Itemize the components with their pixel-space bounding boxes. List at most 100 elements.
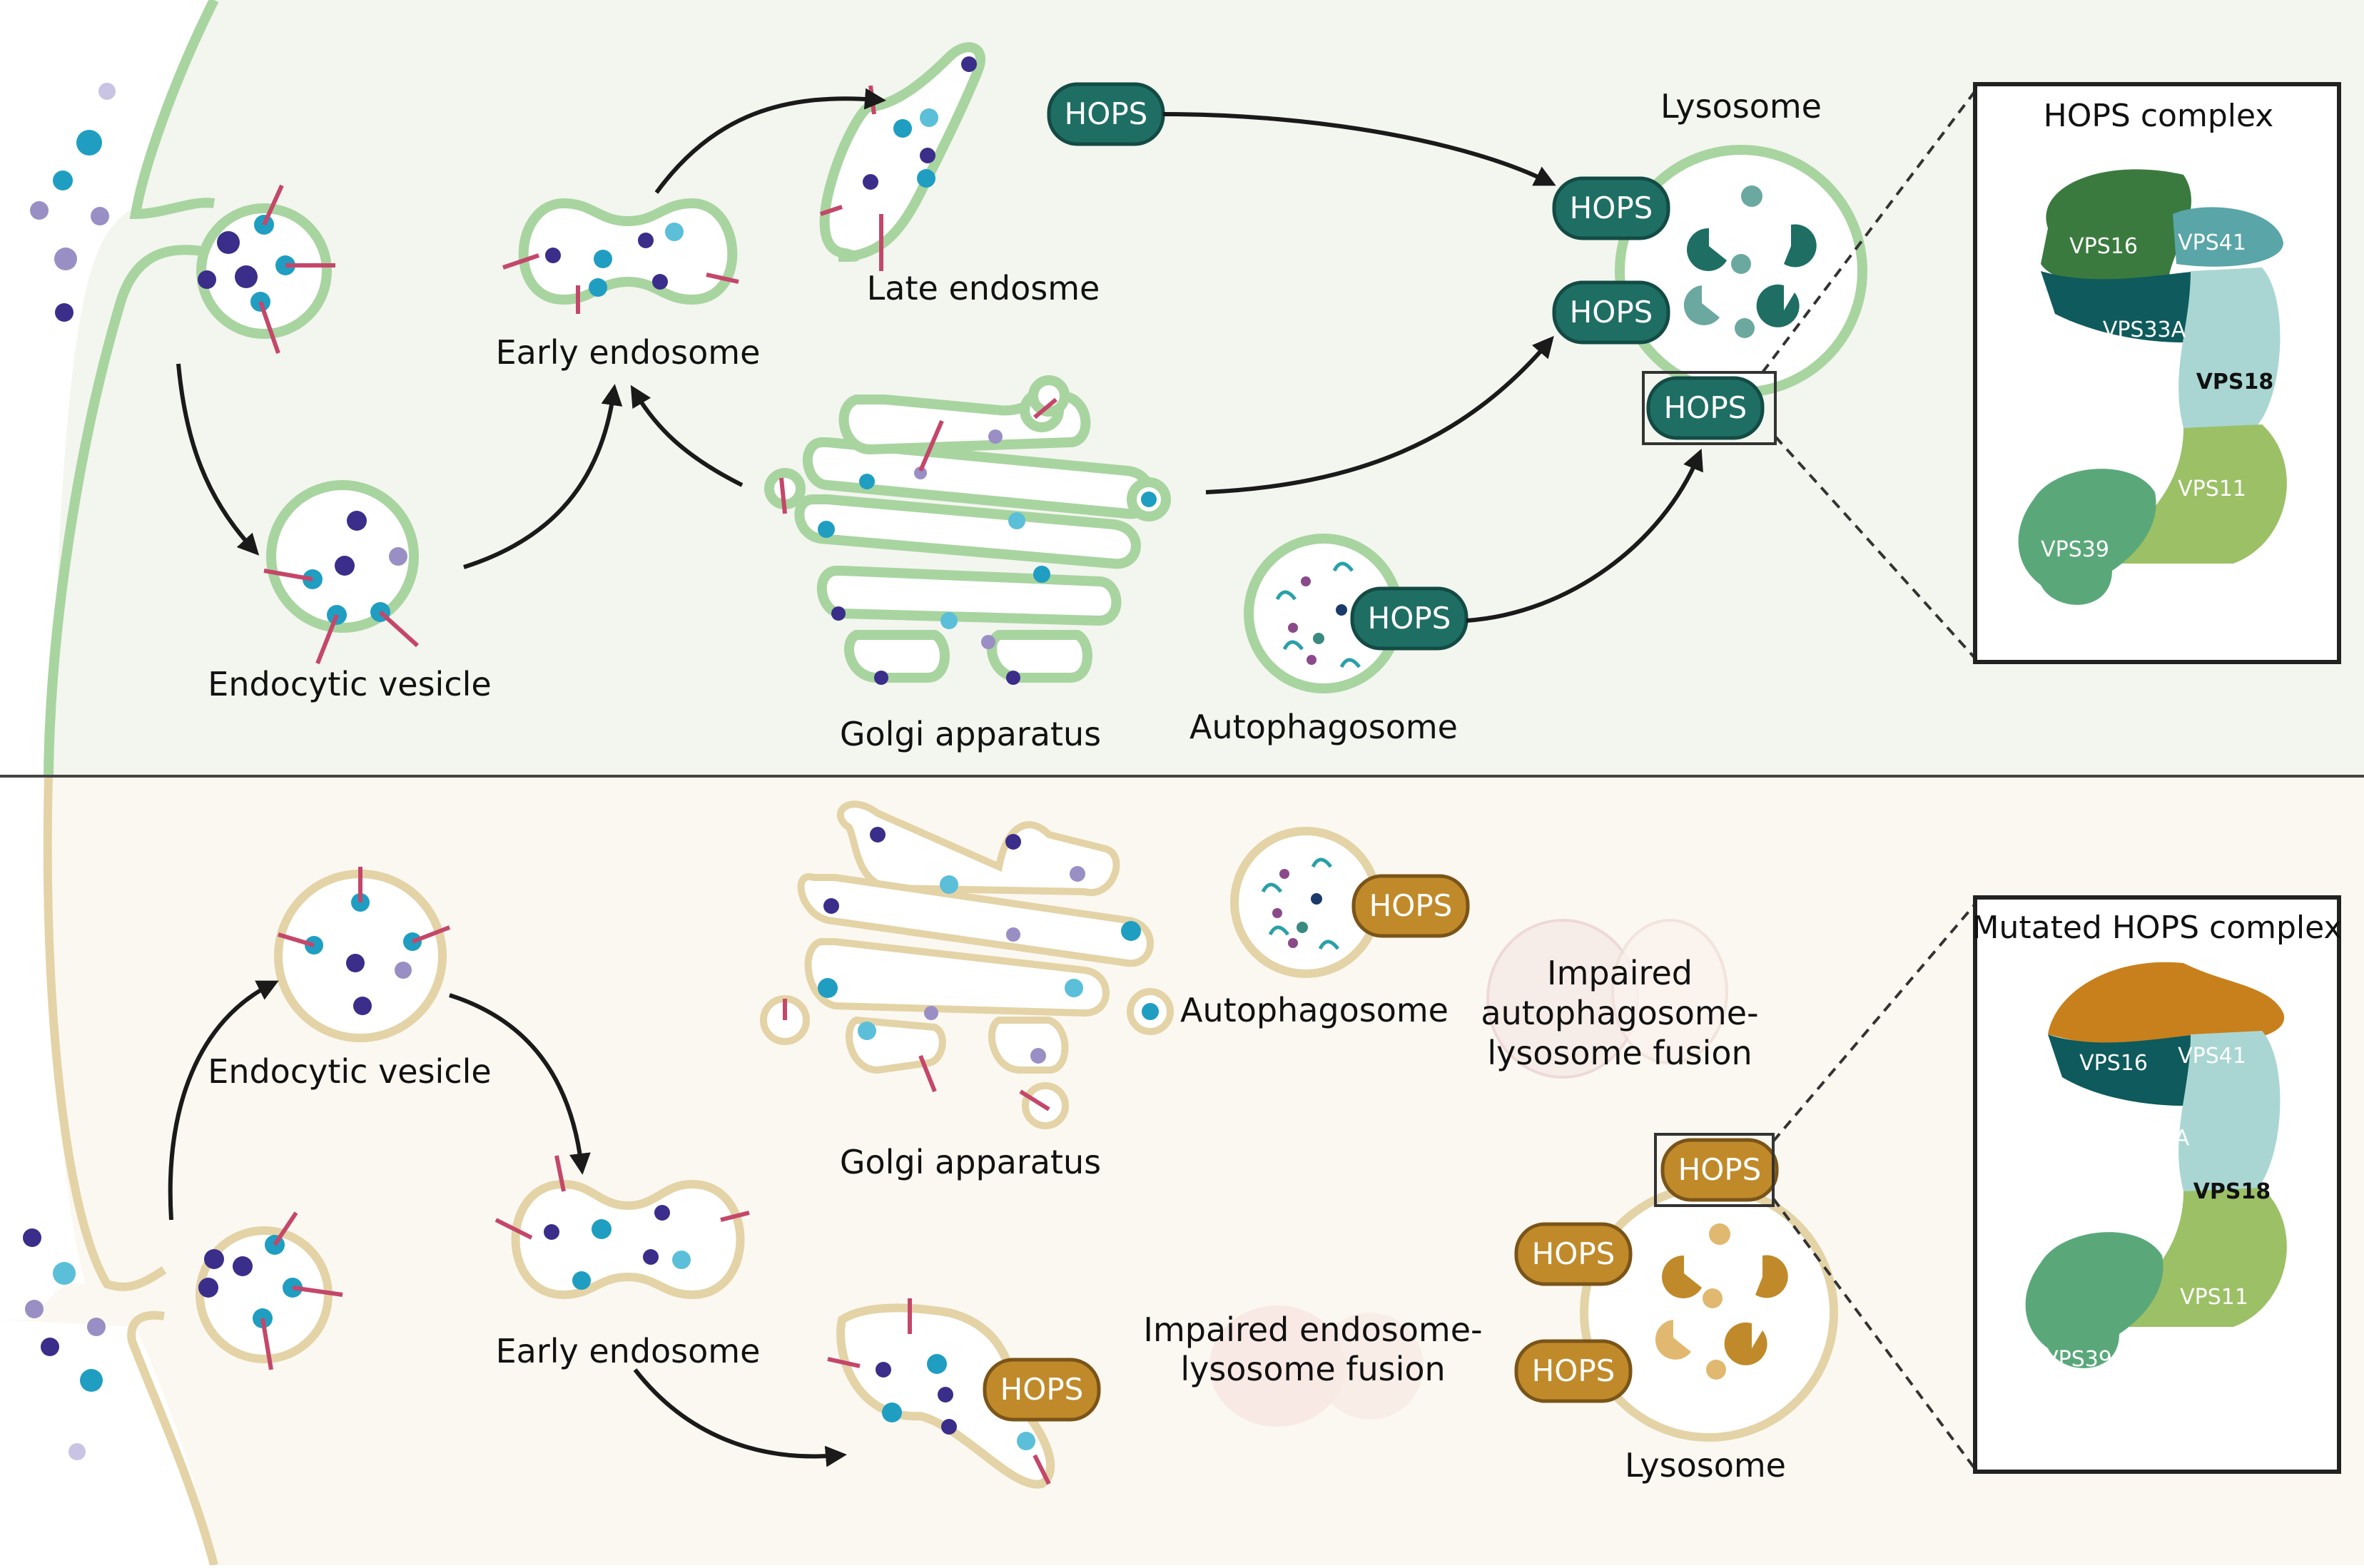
label-autophagosome-normal: Autophagosome — [1189, 708, 1458, 746]
arrow-bud-to-vesicle-mutant — [168, 980, 279, 1221]
hops-complex-panel: HOPS complex VPS16 VPS41 VPS33A VPS18 VP… — [1973, 82, 2341, 664]
hops-lysosome-mutant-3 — [1514, 1339, 1633, 1403]
arrow-early-to-late-mutant — [633, 1368, 847, 1467]
impaired-endosome-fusion: Impaired endosome- lysosome fusion — [1143, 1305, 1483, 1427]
label-impaired-autophagy-line1: Impaired — [1547, 954, 1693, 992]
label-impaired-autophagy-line2: autophagosome- — [1481, 994, 1758, 1032]
mutated-hops-complex-panel: Mutated HOPS complex VPS16 VPS41 VPS33A … — [1972, 895, 2343, 1474]
label-vps39: VPS39 — [2041, 537, 2109, 562]
arrow-autophagosome-to-lysosome — [1466, 448, 1703, 623]
label-impaired-endosome-line2: lysosome fusion — [1180, 1350, 1445, 1388]
hops-label: HOPS — [1664, 390, 1747, 425]
hops-label: HOPS — [1369, 888, 1453, 923]
extracellular-space-lower — [0, 1320, 214, 1565]
budding-vesicle-mutant — [196, 1211, 343, 1370]
label-vps41: VPS41 — [2178, 1044, 2246, 1069]
subunit-vps11 — [2112, 424, 2287, 564]
label-lysosome-mutant: Lysosome — [1625, 1446, 1786, 1485]
hops-label: HOPS — [1570, 190, 1653, 225]
hops-label: HOPS — [1678, 1152, 1762, 1187]
dashed-connector — [1761, 88, 1978, 374]
zoom-selection-box — [1642, 371, 1777, 445]
label-vps39: VPS39 — [2044, 1347, 2112, 1372]
zoom-selection-box-mutant — [1654, 1133, 1775, 1207]
hops-complex-title: HOPS complex — [2044, 98, 2274, 134]
label-vps11: VPS11 — [2180, 1285, 2248, 1310]
subunit-vps18 — [2178, 1031, 2281, 1191]
hops-autophagosome-mutant — [1351, 874, 1470, 938]
hops-label: HOPS — [1532, 1353, 1615, 1388]
lysosome-mutant: HOPS HOPS HOPS — [1514, 1133, 1838, 1442]
mutant-panel: Endocytic vesicle Early endosome HOPS — [0, 777, 2364, 1567]
pathway-arrows — [176, 88, 1703, 623]
label-late-endosome: Late endosme — [867, 269, 1100, 307]
label-vps16: VPS16 — [2079, 1051, 2148, 1076]
hops-label: HOPS — [1000, 1372, 1084, 1407]
golgi-cargo-mutant — [783, 827, 1159, 1111]
label-vps16: VPS16 — [2069, 234, 2138, 259]
plasma-membrane-top-mutant — [43, 777, 167, 1291]
hops-label: HOPS — [1570, 295, 1653, 330]
golgi-apparatus — [764, 375, 1171, 683]
label-endocytic-vesicle-normal: Endocytic vesicle — [208, 665, 491, 703]
hops-label: HOPS — [1368, 601, 1451, 636]
plasma-membrane-top — [129, 0, 219, 220]
label-early-endosome-mutant: Early endosome — [496, 1332, 761, 1370]
autophagosome-mutant: HOPS — [1230, 827, 1470, 978]
hops-lysosome-mutant-1 — [1660, 1138, 1779, 1202]
label-impaired-endosome-line1: Impaired endosome- — [1143, 1310, 1482, 1349]
label-vps18: VPS18 — [2193, 1179, 2271, 1204]
extracellular-cargo-mutant — [23, 1228, 106, 1460]
mutated-hops-complex-title: Mutated HOPS complex — [1972, 910, 2343, 946]
hops-label: HOPS — [1532, 1236, 1615, 1271]
autophagosome: HOPS — [1244, 534, 1468, 693]
extracellular-cargo — [30, 83, 116, 322]
label-golgi-normal: Golgi apparatus — [840, 715, 1101, 753]
label-early-endosome-normal: Early endosome — [496, 333, 761, 372]
plasma-membrane-bottom — [44, 245, 215, 777]
hops-label: HOPS — [1065, 96, 1148, 131]
hops-lysosome-3 — [1646, 376, 1765, 440]
arrow-golgi-to-early — [630, 385, 744, 487]
label-endocytic-vesicle-mutant: Endocytic vesicle — [208, 1052, 491, 1091]
hops-lysosome-1 — [1552, 176, 1670, 240]
hops-lysosome-mutant-2 — [1514, 1222, 1633, 1286]
early-endosome — [502, 198, 739, 314]
normal-panel-background — [0, 0, 2364, 776]
hops-lysosome-2 — [1552, 280, 1670, 345]
arrow-early-to-late — [654, 88, 886, 194]
dashed-connector — [1772, 1197, 1978, 1472]
hops-late-endosome-mutant — [983, 1358, 1101, 1422]
subunit-vps16 — [2041, 169, 2191, 285]
label-vps11: VPS11 — [2178, 477, 2246, 502]
arrow-golgi-to-lysosome — [1205, 335, 1554, 494]
budding-vesicle — [196, 184, 335, 354]
label-lysosome-normal: Lysosome — [1660, 87, 1822, 126]
arrow-vesicle-to-early — [463, 384, 623, 569]
impaired-autophagy-fusion: Impaired autophagosome- lysosome fusion — [1481, 919, 1759, 1079]
dashed-connector — [1772, 901, 1978, 1143]
endocytic-vesicle — [263, 480, 420, 665]
label-vps41: VPS41 — [2178, 230, 2246, 255]
extracellular-space — [0, 0, 214, 207]
normal-panel: Endocytic vesicle Early endosome HOPS — [0, 0, 2364, 777]
label-vps18: VPS18 — [2196, 370, 2274, 394]
late-endosome-mutant: HOPS — [827, 1298, 1101, 1489]
label-vps33a: VPS33A — [2106, 1126, 2190, 1151]
early-endosome-mutant — [494, 1155, 750, 1300]
endocytic-vesicle-mutant — [274, 867, 451, 1042]
golgi-cargo — [779, 397, 1157, 685]
arrow-late-to-lysosome — [1162, 112, 1556, 186]
subunit-vps39 — [2025, 1232, 2163, 1368]
label-vps33a: VPS33A — [2103, 317, 2186, 342]
extracellular-space — [0, 778, 86, 1320]
subunit-vps18 — [2178, 268, 2281, 428]
subunit-vps39 — [2018, 469, 2156, 605]
lysosome: HOPS HOPS HOPS — [1552, 145, 1867, 445]
subunit-vps41 — [2173, 207, 2283, 267]
pathway-arrows-mutant — [168, 980, 847, 1467]
extracellular-space-lower — [0, 207, 136, 776]
arrow-vesicle-to-early-mutant — [449, 993, 591, 1175]
subunit-vps16-vps41-mutated — [2048, 962, 2285, 1053]
